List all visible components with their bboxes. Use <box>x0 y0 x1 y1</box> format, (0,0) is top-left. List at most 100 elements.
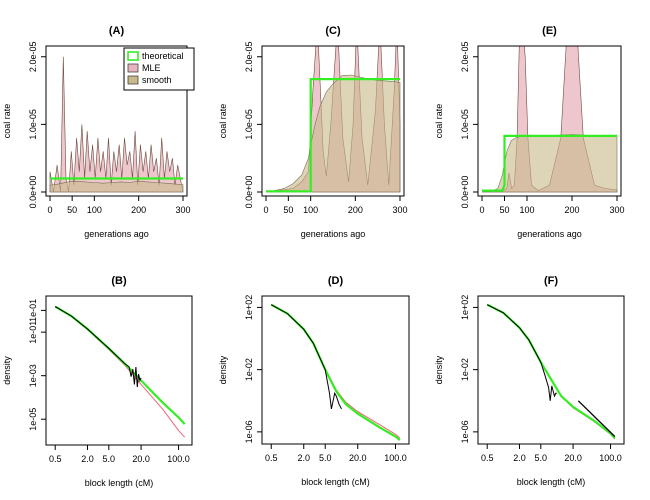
x-tick-label-F: 0.5 <box>481 453 494 463</box>
fit-line-F <box>486 304 616 440</box>
plot-area-A <box>49 56 184 193</box>
y-axis-label-F: density <box>434 355 444 384</box>
x-tick-label-B: 5.0 <box>103 454 116 464</box>
y-tick-label-F: 1e-06 <box>460 420 470 443</box>
y-axis-label-A: coal rate <box>2 104 12 139</box>
smooth-area-E <box>481 134 618 193</box>
x-tick-label-A: 200 <box>131 205 146 215</box>
plot-area-C <box>265 46 401 193</box>
panel-frame-F <box>477 295 625 445</box>
empirical-tail-F <box>577 400 616 437</box>
y-tick-label-A: 0.0e+00 <box>28 176 38 209</box>
x-tick-label-C: 200 <box>348 205 363 215</box>
x-tick-label-A: 300 <box>175 205 190 215</box>
x-tick-label-E: 100 <box>519 205 534 215</box>
legend-swatch <box>127 63 139 73</box>
x-tick-label-A: 100 <box>87 205 102 215</box>
x-tick-label-F: 100.0 <box>599 453 622 463</box>
legend-label: smooth <box>142 75 172 85</box>
theoretical-line-D <box>270 303 401 441</box>
plot-area-B <box>54 305 186 438</box>
x-tick-label-D: 100.0 <box>384 453 407 463</box>
x-tick-label-E: 300 <box>609 205 624 215</box>
panel-frame-A <box>45 45 188 197</box>
x-tick-label-E: 50 <box>499 205 509 215</box>
x-tick-label-C: 100 <box>303 205 318 215</box>
x-tick-label-B: 20.0 <box>132 454 150 464</box>
x-tick-label-E: 0 <box>479 205 484 215</box>
panel-title-C: (C) <box>325 25 341 37</box>
x-tick-label-F: 5.0 <box>535 453 548 463</box>
y-axis-label-C: coal rate <box>218 104 228 139</box>
x-tick-label-B: 2.0 <box>81 454 94 464</box>
legend-label: theoretical <box>142 51 184 61</box>
y-tick-label-B: 1e-03 <box>28 364 38 387</box>
theoretical-line-E <box>482 134 617 192</box>
x-axis-label-A: generations ago <box>84 229 149 239</box>
plot-area-F <box>486 303 616 440</box>
y-tick-label-E: 0.0e+00 <box>460 176 470 209</box>
x-tick-label-D: 5.0 <box>319 453 332 463</box>
y-tick-label-D: 1e-06 <box>244 420 254 443</box>
x-tick-label-D: 20.0 <box>349 453 367 463</box>
theoretical-line-C <box>266 78 400 193</box>
fit-line-B <box>54 306 186 438</box>
y-tick-label-D: 1e-02 <box>244 358 254 381</box>
smooth-area-A <box>49 180 184 193</box>
x-axis-label-D: block length (cM) <box>301 477 370 487</box>
legend-swatch <box>127 75 139 85</box>
empirical-line-B <box>54 306 142 388</box>
x-tick-label-F: 2.0 <box>513 453 526 463</box>
y-tick-label-B: 1e-01 <box>28 321 38 344</box>
panel-frame-E <box>477 45 622 197</box>
smooth-area-C <box>265 74 401 193</box>
x-axis-label-C: generations ago <box>301 229 366 239</box>
theoretical-line-B <box>54 305 186 425</box>
panel-title-A: (A) <box>109 25 125 37</box>
y-tick-label-A: 2.0e-05 <box>28 42 38 73</box>
panel-A: (A) generations ago coal rate 0 50 100 200 300 0… <box>2 25 195 239</box>
x-tick-label-D: 0.5 <box>265 453 278 463</box>
empirical-line-D <box>270 304 342 410</box>
y-tick-label-E: 1.0e-05 <box>460 109 470 140</box>
y-tick-label-F: 1e-02 <box>460 358 470 381</box>
x-tick-label-F: 20.0 <box>564 453 582 463</box>
legend-label: MLE <box>142 63 161 73</box>
panel-title-B: (B) <box>111 275 127 287</box>
y-tick-label-B: 1e-05 <box>28 408 38 431</box>
x-tick-label-C: 300 <box>392 205 407 215</box>
y-tick-label-E: 2.0e-05 <box>460 42 470 73</box>
panel-frame-D <box>261 295 410 445</box>
legend-swatch <box>127 51 139 61</box>
x-tick-label-B: 100.0 <box>167 454 190 464</box>
y-tick-label-D: 1e+02 <box>244 295 254 320</box>
y-tick-label-C: 0.0e+00 <box>244 176 254 209</box>
x-tick-label-E: 200 <box>564 205 579 215</box>
y-tick-label-C: 2.0e-05 <box>244 42 254 73</box>
panel-title-F: (F) <box>544 275 558 287</box>
panel-title-E: (E) <box>542 25 557 37</box>
y-tick-label-F: 1e+02 <box>460 295 470 320</box>
plot-area-E <box>481 46 618 193</box>
x-tick-label-B: 0.5 <box>49 454 62 464</box>
panel-frame-B <box>45 295 193 446</box>
x-axis-label-E: generations ago <box>517 229 582 239</box>
y-tick-label-B: 1e-01 <box>28 299 38 322</box>
y-axis-label-D: density <box>218 355 228 384</box>
plot-area-D <box>270 303 401 441</box>
x-axis-label-B: block length (cM) <box>85 478 154 488</box>
x-tick-label-A: 0 <box>47 205 52 215</box>
empirical-line-F <box>486 304 557 401</box>
y-tick-label-C: 1.0e-05 <box>244 109 254 140</box>
y-tick-label-A: 1.0e-05 <box>28 109 38 140</box>
panel-title-D: (D) <box>328 275 344 287</box>
x-tick-label-A: 50 <box>67 205 77 215</box>
panel-frame-C <box>261 45 405 197</box>
